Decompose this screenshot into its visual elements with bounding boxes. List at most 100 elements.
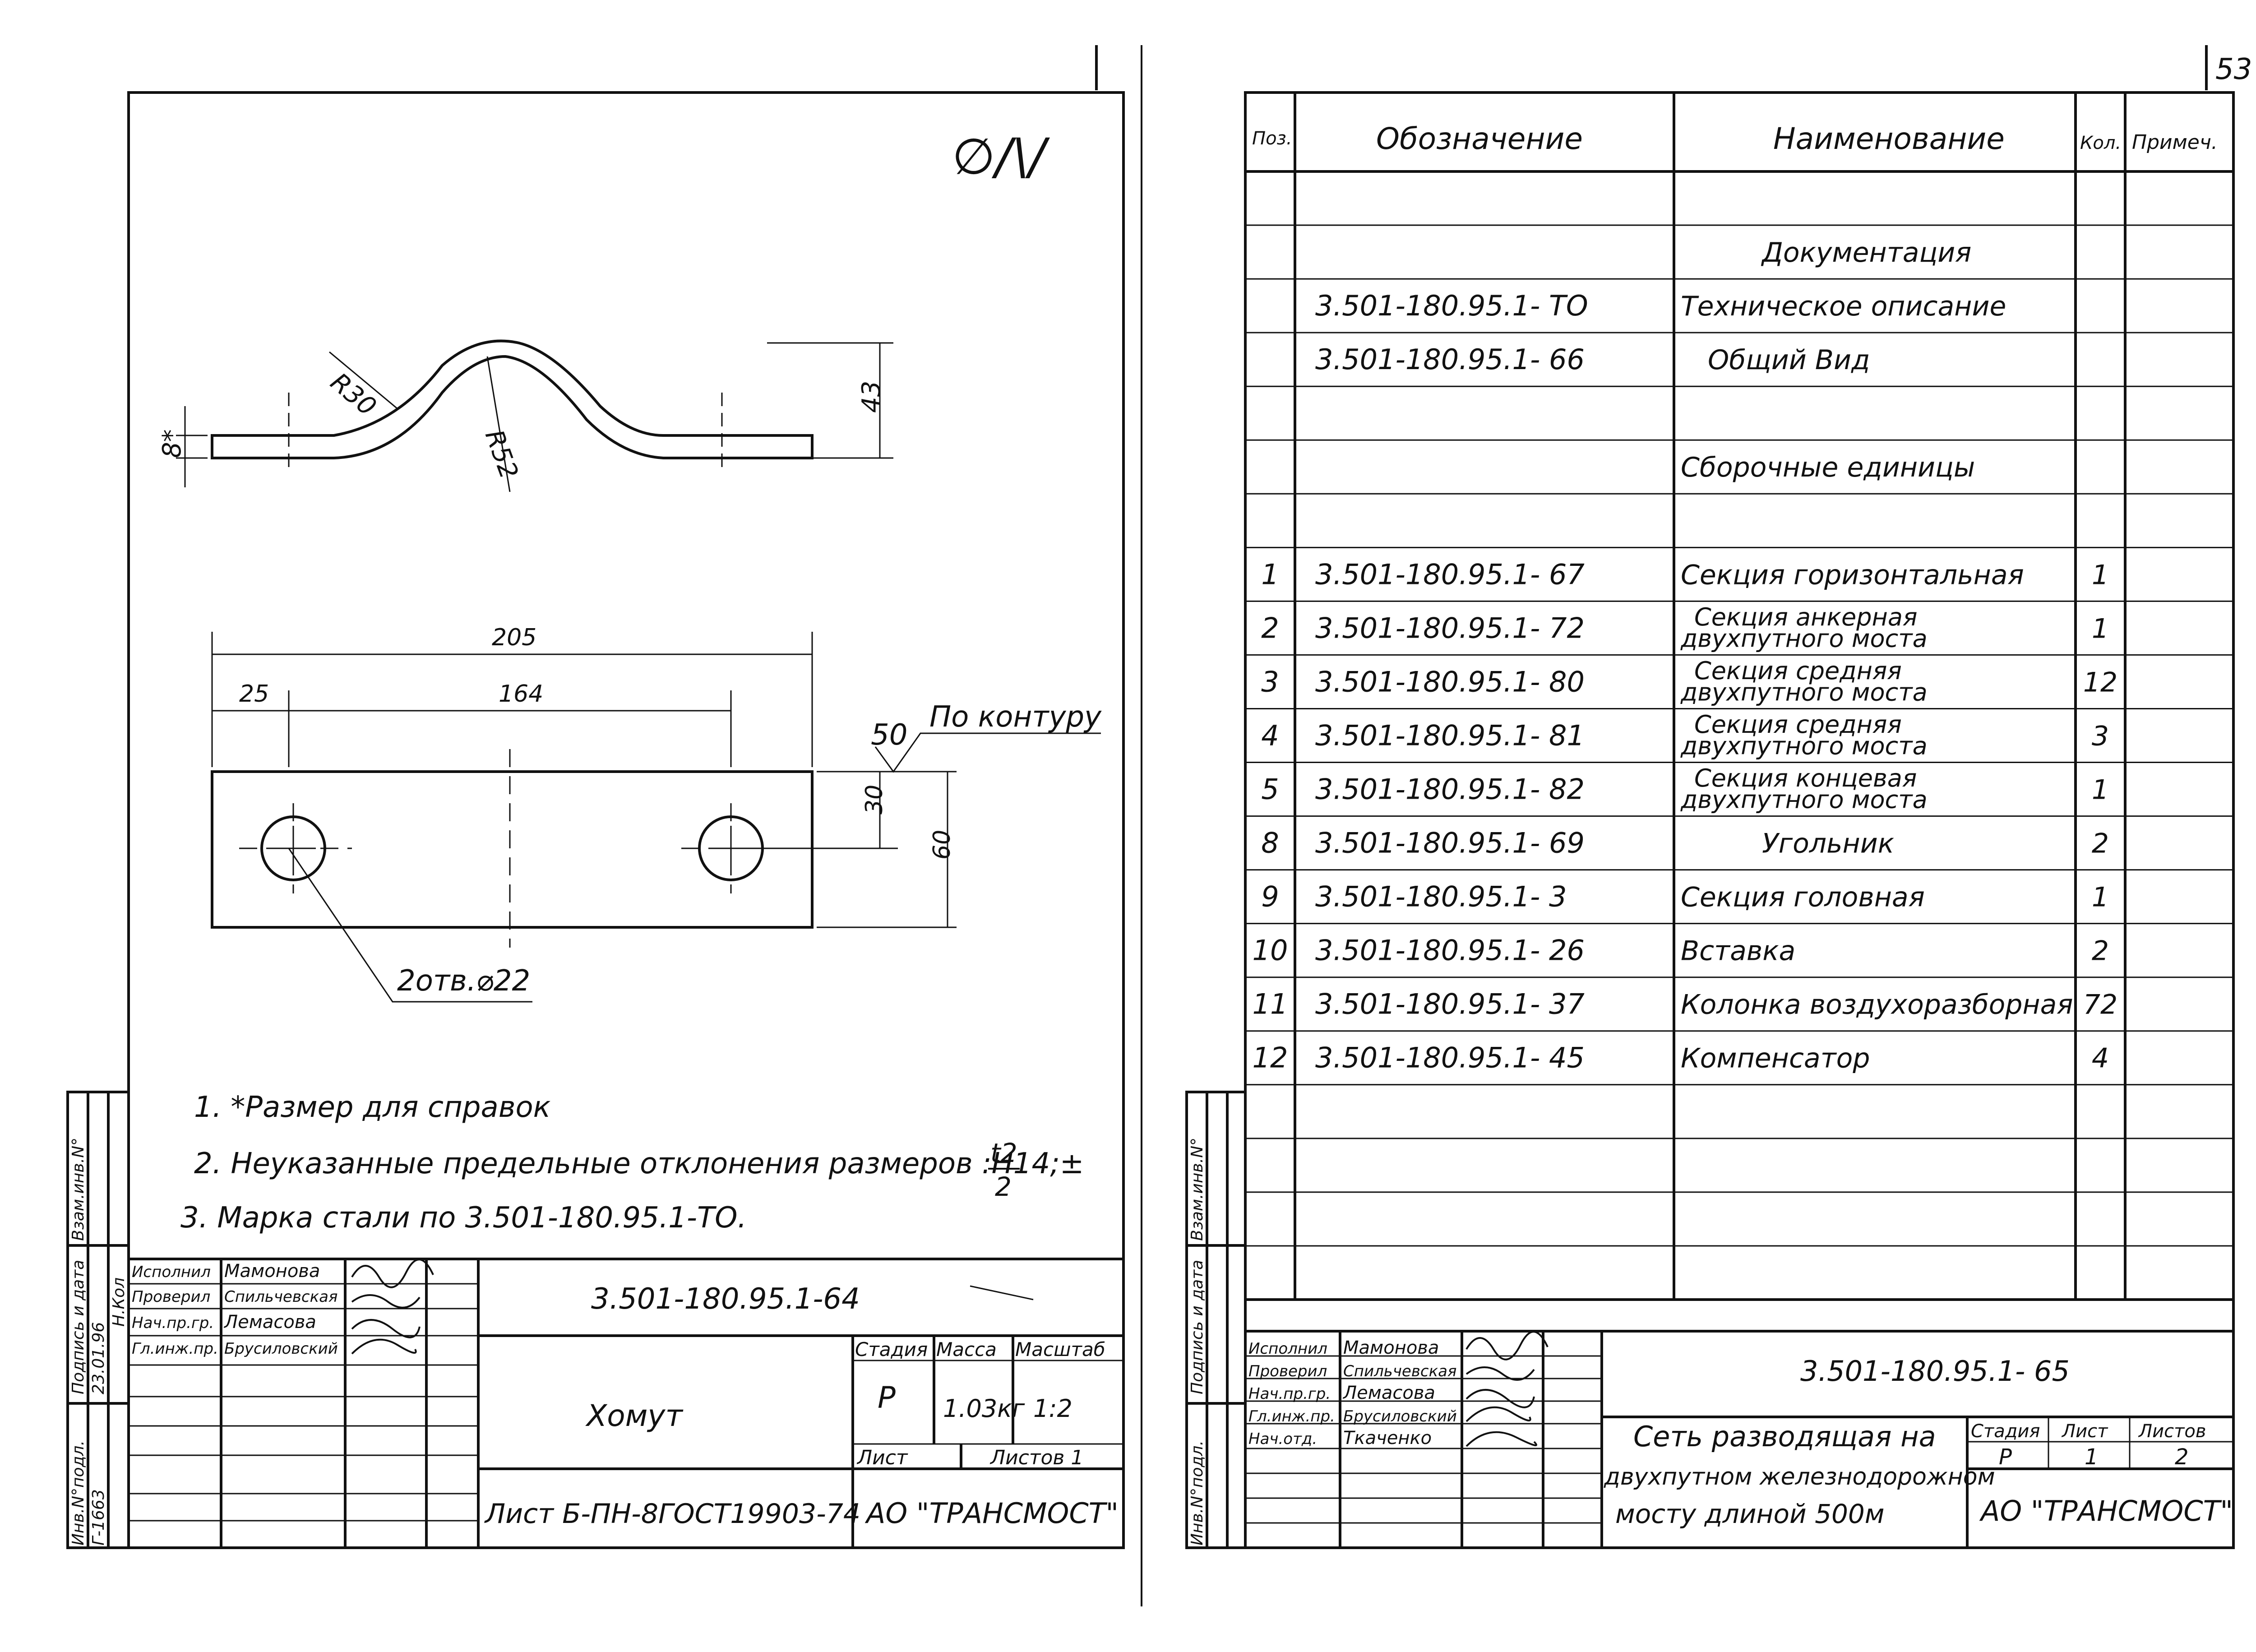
table-cell-name: Компенсатор	[1681, 1043, 1870, 1074]
right-title-line-2: мосту длиной 500м	[1615, 1499, 1885, 1529]
left-mass-label: Масса	[936, 1338, 997, 1360]
dim-43: 43	[857, 381, 886, 413]
left-title: Хомут	[585, 1398, 684, 1433]
table-cell-name: Угольник	[1762, 828, 1894, 860]
holes-label: 2отв.⌀22	[397, 964, 530, 998]
right-sheet-label: Лист	[2061, 1421, 2108, 1442]
dim-r30: R30	[325, 367, 382, 422]
table-cell-name: двухпутного моста	[1680, 625, 1928, 653]
table-cell-name: двухпутного моста	[1680, 678, 1928, 707]
table-cell-name: Колонка воздухоразборная	[1681, 989, 2073, 1021]
table-cell-pos: 11	[1253, 988, 1288, 1021]
dim-60: 60	[929, 830, 956, 860]
table-row: Документация	[1761, 237, 1971, 268]
left-scale-label: Масштаб	[1015, 1338, 1105, 1360]
right-sheets: 2	[2175, 1444, 2189, 1470]
table-cell-code: 3.501-180.95.1- 81	[1315, 719, 1585, 752]
right-margin-strip	[1185, 1091, 1247, 1549]
left-material: Лист Б-ПН-8ГОСТ19903-74	[484, 1498, 860, 1530]
left-stage-label: Стадия	[855, 1338, 928, 1360]
spec-header-note: Примеч.	[2132, 131, 2218, 154]
left-margin-strip	[66, 1091, 130, 1549]
left-role-0: Исполнил	[132, 1263, 211, 1281]
spec-header-pos: Поз.	[1252, 128, 1292, 149]
table-cell-code: 3.501-180.95.1- 72	[1315, 611, 1585, 644]
right-side-label-2: Взам.инв.N°	[1188, 1138, 1207, 1241]
table-cell-pos: 12	[1253, 1041, 1288, 1074]
table-cell-name: Сборочные единицы	[1681, 452, 1975, 483]
table-cell-code: 3.501-180.95.1- 67	[1315, 558, 1585, 591]
table-cell-name: Секция средняя	[1694, 710, 1902, 739]
right-stage-label: Стадия	[1971, 1421, 2040, 1442]
table-row: 1 3.501-180.95.1- 67 Секция горизонтальная…	[1261, 558, 2109, 591]
right-side-label-1: Подпись и дата	[1188, 1260, 1207, 1394]
clamp-profile	[211, 339, 814, 459]
right-role-0: Исполнил	[1248, 1340, 1327, 1358]
dim-205: 205	[492, 624, 536, 651]
table-cell-qty: 1	[2092, 774, 2109, 805]
right-name-1: Спильчевская	[1343, 1362, 1456, 1380]
left-side-label-0: Инв.N°подл.	[69, 1440, 88, 1546]
signatures-right	[1465, 1331, 1549, 1447]
table-cell-pos: 4	[1261, 719, 1279, 752]
table-cell-name: Секция анкерная	[1694, 603, 1917, 631]
table-cell-qty: 1	[2092, 882, 2109, 913]
right-title-line-1: двухпутном железнодорожном	[1604, 1463, 1995, 1490]
table-cell-qty: 3	[2092, 720, 2109, 752]
table-cell-name: Секция концевая	[1694, 764, 1917, 792]
right-side-label-0: Инв.N°подл.	[1188, 1440, 1207, 1546]
table-cell-pos: 9	[1261, 880, 1279, 913]
table-cell-code: 3.501-180.95.1- ТО	[1315, 289, 1588, 322]
hole-left	[260, 815, 326, 881]
spec-table-body: Документация 3.501-180.95.1- ТО Техническо…	[1253, 237, 2118, 1074]
left-side-note-0: Г-1663	[89, 1489, 108, 1546]
spec-header-code: Обозначение	[1376, 121, 1583, 156]
note-2: 2. Неуказанные предельные отклонения раз…	[194, 1147, 1084, 1180]
tolerance-numerator: t2	[990, 1138, 1017, 1168]
left-side-label-1: Подпись и дата	[69, 1260, 88, 1394]
table-cell-code: 3.501-180.95.1- 66	[1315, 343, 1585, 376]
left-side-note-2: Н.Кол	[110, 1277, 128, 1327]
left-sheet-label: Лист	[856, 1446, 908, 1469]
right-doc-code: 3.501-180.95.1- 65	[1800, 1355, 2070, 1388]
table-cell-name: Документация	[1761, 237, 1971, 268]
dim-r52: R52	[479, 426, 524, 483]
left-side-label-2: Взам.инв.N°	[69, 1138, 88, 1241]
table-cell-qty: 1	[2092, 613, 2109, 644]
left-stage: Р	[878, 1380, 896, 1415]
tolerance-denominator: 2	[995, 1171, 1012, 1202]
table-cell-qty: 2	[2092, 828, 2109, 860]
left-scale: 1:2	[1033, 1394, 1073, 1423]
table-cell-code: 3.501-180.95.1- 80	[1315, 665, 1585, 698]
right-name-0: Мамонова	[1343, 1337, 1439, 1358]
table-row: 3.501-180.95.1- ТО Техническое описание	[1315, 289, 2006, 322]
table-cell-pos: 5	[1261, 773, 1279, 805]
roughness-text: По контуру	[929, 700, 1102, 734]
table-cell-code: 3.501-180.95.1- 69	[1315, 827, 1585, 860]
table-cell-name: Секция средняя	[1694, 657, 1902, 685]
right-sheet: 1	[2085, 1444, 2099, 1470]
table-cell-name: Техническое описание	[1681, 291, 2006, 322]
table-row: Сборочные единицы	[1681, 452, 1975, 483]
right-name-3: Брусиловский	[1343, 1407, 1457, 1425]
table-cell-qty: 1	[2092, 559, 2109, 591]
table-cell-code: 3.501-180.95.1- 3	[1315, 880, 1567, 913]
signatures-left	[351, 1259, 434, 1355]
note-1: 1. *Размер для справок	[194, 1091, 551, 1124]
table-cell-name: Секция горизонтальная	[1681, 559, 2024, 591]
left-side-note-1: 23.01.96	[89, 1322, 108, 1394]
hole-right	[698, 815, 764, 881]
table-cell-qty: 2	[2092, 935, 2109, 967]
table-cell-code: 3.501-180.95.1- 37	[1315, 988, 1585, 1021]
table-cell-qty: 72	[2083, 989, 2117, 1021]
page-number: 53	[2215, 53, 2252, 86]
table-cell-pos: 2	[1261, 611, 1279, 644]
right-stage: Р	[1999, 1444, 2012, 1470]
table-cell-code: 3.501-180.95.1- 26	[1315, 934, 1585, 967]
